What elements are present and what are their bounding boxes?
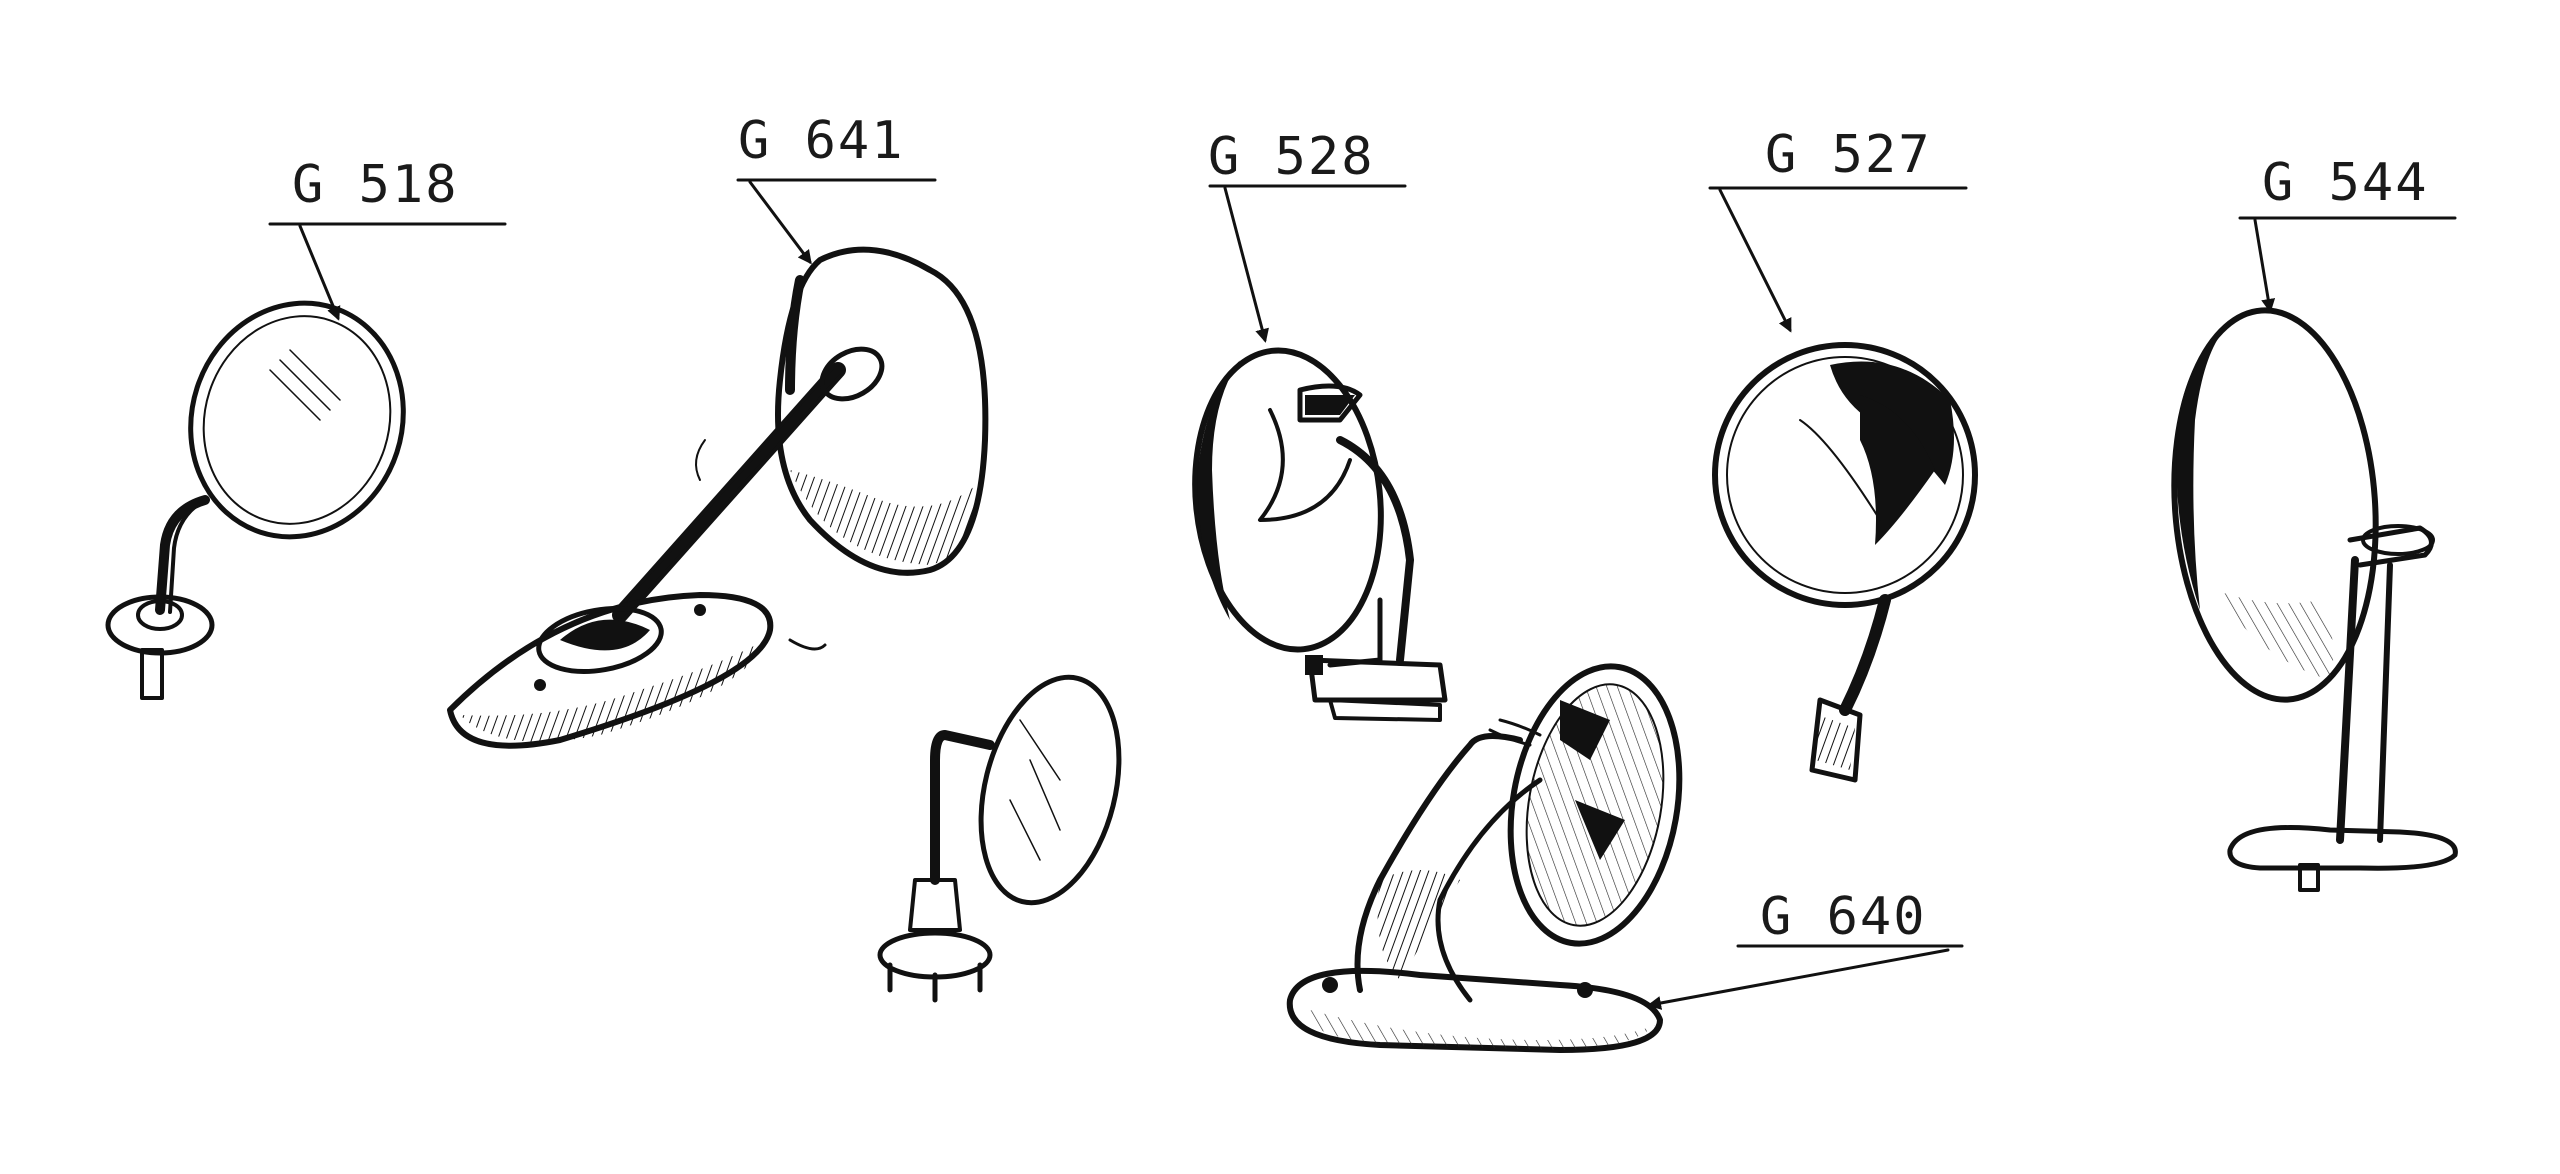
part-g527: G 527 <box>1708 125 1978 783</box>
leader-arrow-g518 <box>298 224 341 321</box>
label-g527: G 527 <box>1765 125 1932 185</box>
mirror-g518 <box>105 300 406 700</box>
mirror-g544 <box>2171 307 2458 892</box>
label-g640: G 640 <box>1760 887 1927 947</box>
mirror-small-unlabeled <box>877 674 1122 1003</box>
mirror-g527 <box>1712 342 1978 783</box>
leader-arrow-g640 <box>1647 948 1950 1010</box>
leader-arrow-g544 <box>2253 218 2276 313</box>
part-g544: G 544 <box>2171 153 2458 892</box>
label-g518: G 518 <box>292 155 459 215</box>
mirror-g528 <box>1192 347 1448 722</box>
part-g640: G 640 <box>1286 663 1964 1053</box>
part-g528: G 528 <box>1192 127 1448 722</box>
label-g544: G 544 <box>2262 153 2429 213</box>
leader-arrow-g641 <box>748 180 812 265</box>
mirror-g641 <box>447 246 989 749</box>
label-g641: G 641 <box>738 111 905 171</box>
mirror-g640 <box>1286 663 1683 1053</box>
leader-arrow-g528 <box>1223 186 1269 343</box>
part-g518: G 518 <box>105 155 507 700</box>
leader-arrow-g527 <box>1718 188 1792 333</box>
part-g641: G 641 <box>447 111 989 749</box>
label-g528: G 528 <box>1208 127 1375 187</box>
